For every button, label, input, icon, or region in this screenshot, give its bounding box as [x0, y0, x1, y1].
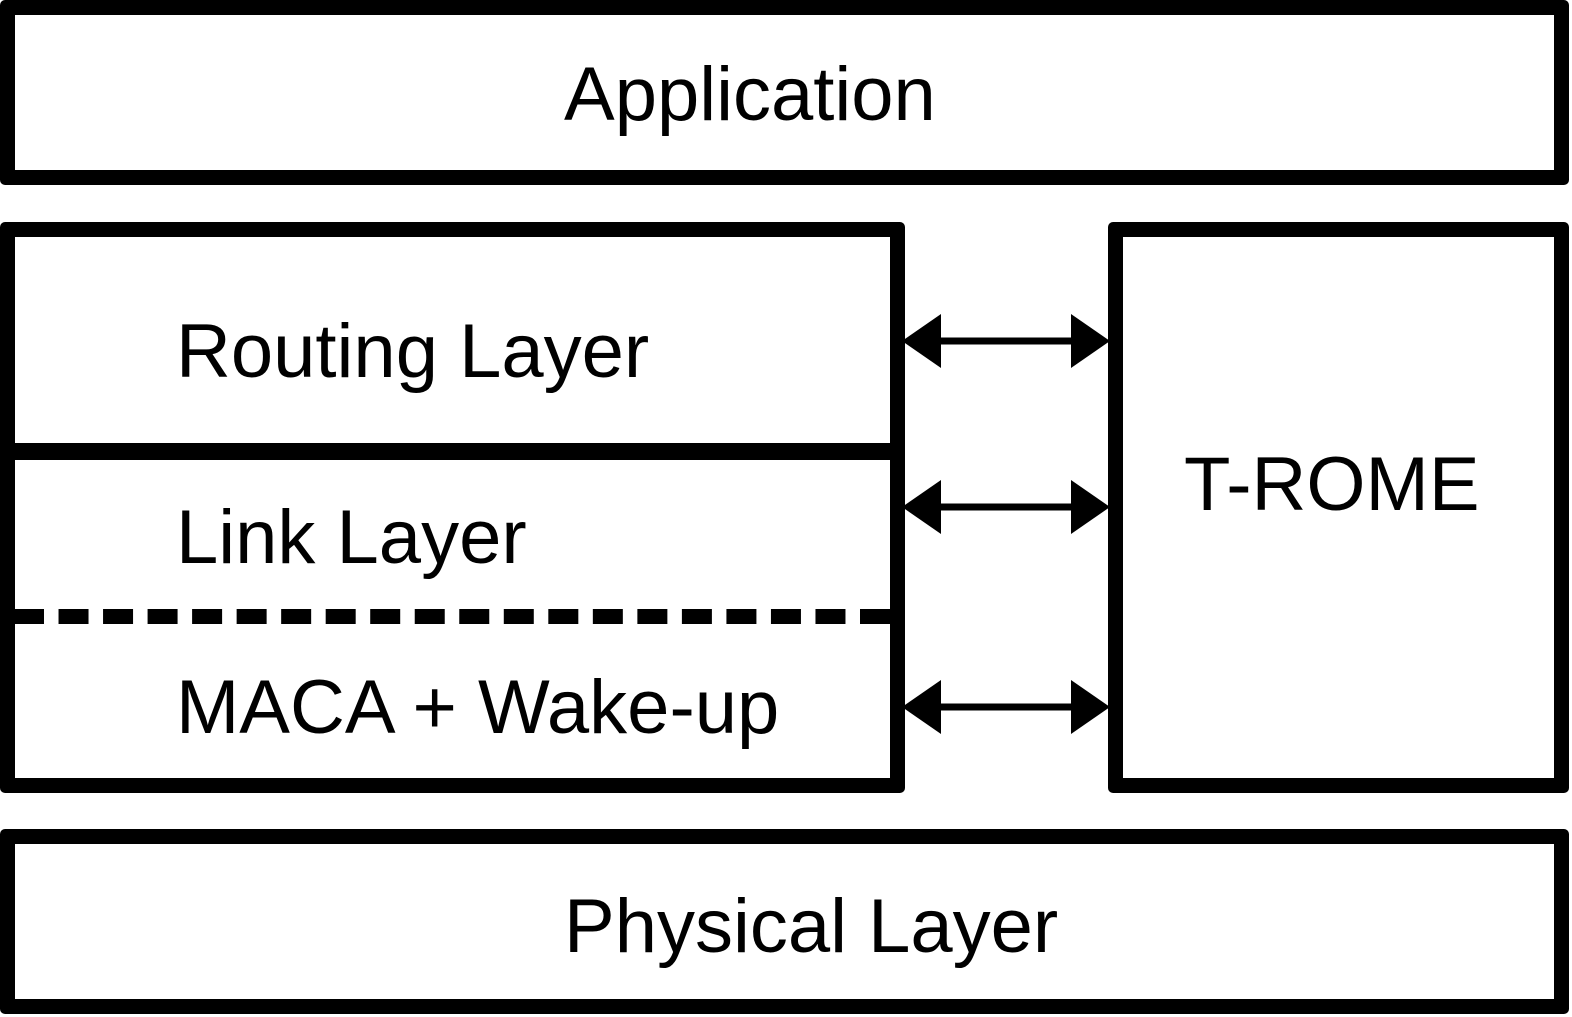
- link-layer-label: Link Layer: [176, 495, 527, 580]
- maca-trome-arrow: [902, 680, 1110, 734]
- maca-wakeup-label: MACA + Wake-up: [176, 665, 780, 750]
- routing-trome-arrow: [902, 314, 1110, 368]
- application-box: [0, 0, 1569, 185]
- application-label: Application: [564, 52, 936, 137]
- trome-label: T-ROME: [1184, 442, 1480, 527]
- link-trome-arrow: [902, 480, 1110, 534]
- routing-layer-label: Routing Layer: [176, 309, 650, 394]
- trome-box: [1108, 222, 1569, 793]
- protocol-stack-box: [0, 222, 905, 793]
- physical-layer-label: Physical Layer: [564, 884, 1059, 969]
- routing-link-divider: [0, 443, 905, 460]
- physical-layer-box: [0, 829, 1569, 1014]
- link-maca-dashed-divider: [14, 609, 890, 624]
